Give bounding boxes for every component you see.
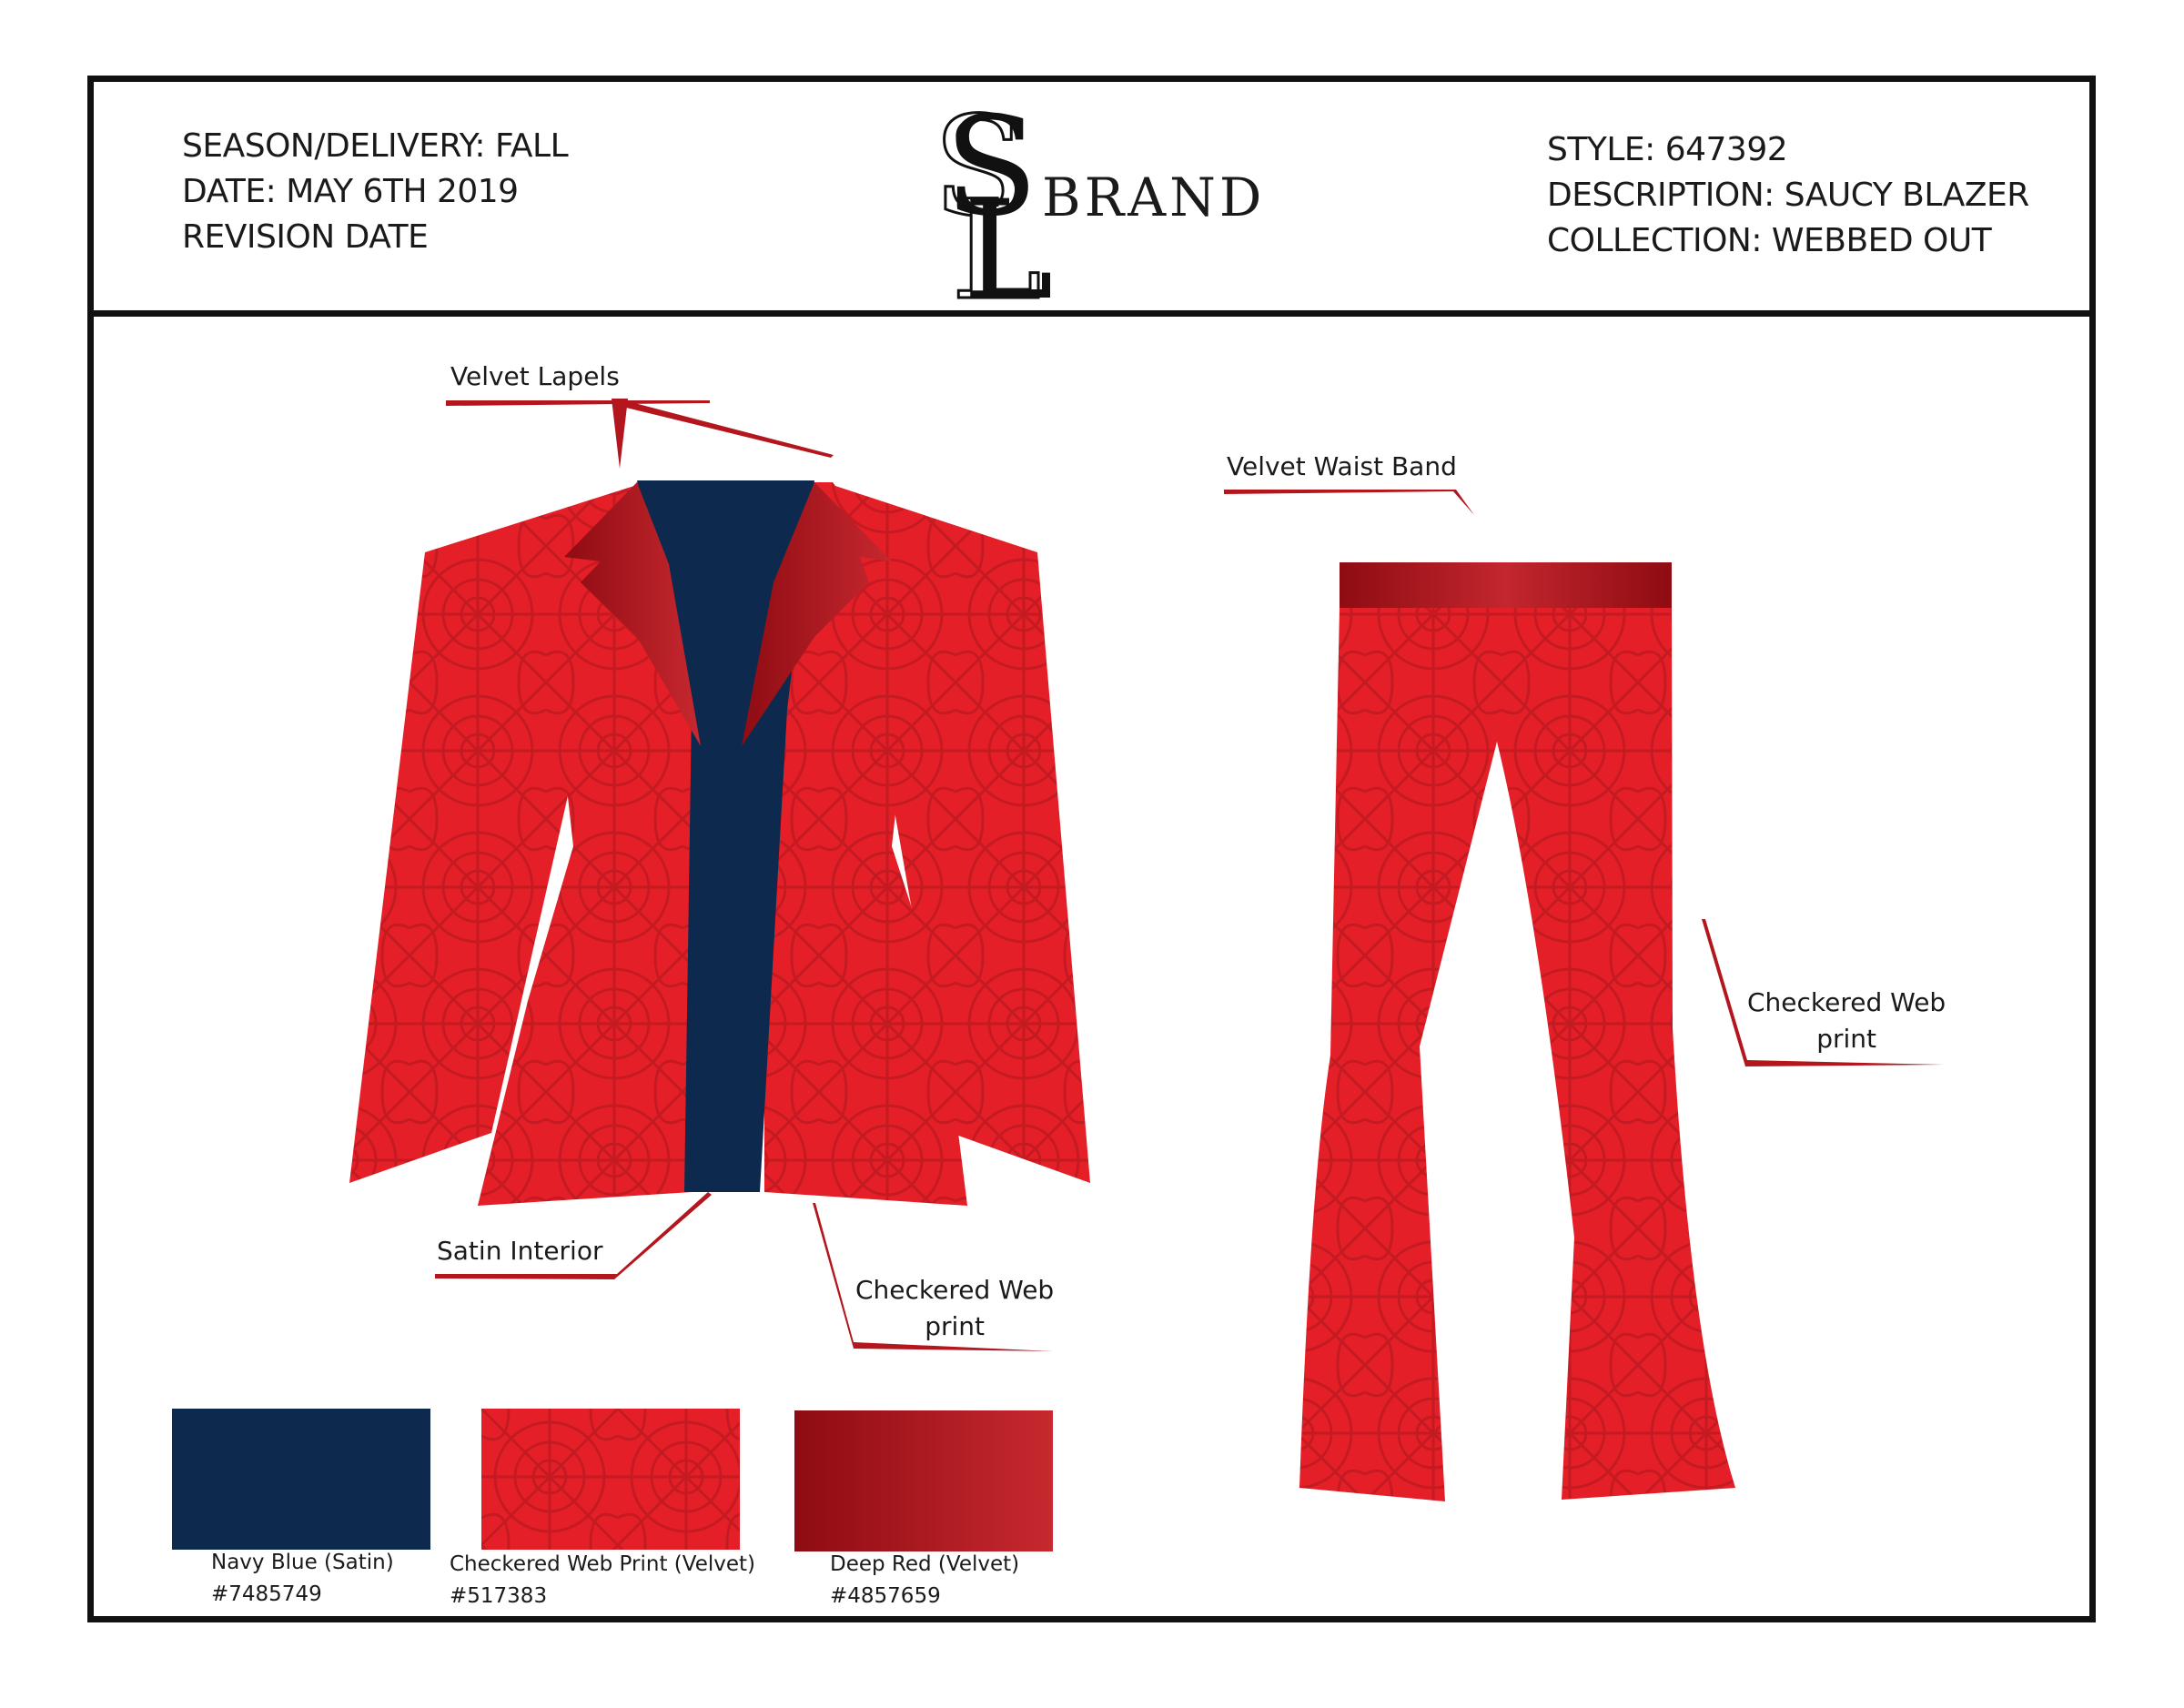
description: DESCRIPTION: SAUCY BLAZER (1547, 177, 2029, 214)
pants (1299, 562, 1735, 1501)
blazer-right-body (764, 482, 967, 1206)
svg-text:L: L (951, 172, 1042, 305)
callout-pants-print-line1: Checkered Web (1747, 987, 1946, 1017)
callout-leaders (435, 399, 1944, 1351)
callout-jacket-print: Checkered Web print (855, 1272, 1054, 1345)
blazer-left-body (478, 482, 692, 1206)
swatch-red-code: #4857659 (830, 1584, 941, 1608)
svg-text:L: L (963, 172, 1054, 305)
swatch-navy-label: Navy Blue (Satin) #7485749 (211, 1547, 394, 1611)
callout-velvet-waist-band: Velvet Waist Band (1227, 451, 1457, 481)
swatch-red-name: Deep Red (Velvet) (830, 1552, 1020, 1576)
swatch-web-print (481, 1409, 740, 1550)
swatch-navy-code: #7485749 (211, 1582, 322, 1606)
callout-velvet-lapels: Velvet Lapels (450, 361, 620, 391)
callout-jacket-print-line2: print (925, 1311, 985, 1341)
revision-date: REVISION DATE (182, 218, 429, 256)
swatch-navy-name: Navy Blue (Satin) (211, 1551, 394, 1574)
callout-satin-interior: Satin Interior (437, 1236, 603, 1266)
blazer (349, 480, 1090, 1206)
swatch-red-label: Deep Red (Velvet) #4857659 (830, 1549, 1019, 1612)
swatch-web-label: Checkered Web Print (Velvet) #517383 (450, 1549, 755, 1612)
date: DATE: MAY 6TH 2019 (182, 173, 519, 210)
left-velvet-lapel (564, 482, 701, 746)
spec-sheet-frame (87, 76, 2096, 1622)
svg-text:S: S (933, 88, 1026, 247)
svg-text:S: S (945, 88, 1038, 247)
swatch-web-name: Checkered Web Print (Velvet) (450, 1552, 755, 1576)
pants-legs (1299, 608, 1735, 1501)
callout-pants-print-line2: print (1816, 1024, 1876, 1054)
season-delivery: SEASON/DELIVERY: FALL (182, 127, 569, 165)
header-left-info: SEASON/DELIVERY: FALL DATE: MAY 6TH 2019… (182, 124, 569, 260)
header-divider (87, 310, 2096, 317)
swatch-navy-blue (172, 1409, 430, 1550)
header-right-info: STYLE: 647392 DESCRIPTION: SAUCY BLAZER … (1547, 127, 2029, 264)
style-number: STYLE: 647392 (1547, 131, 1788, 168)
callout-pants-print: Checkered Web print (1747, 985, 1946, 1057)
swatch-deep-red (794, 1410, 1053, 1551)
collection: COLLECTION: WEBBED OUT (1547, 222, 1992, 259)
swatch-web-code: #517383 (450, 1584, 548, 1608)
brand-wordmark: BRAND (1042, 167, 1266, 228)
sl-brand-logo: S L S L (932, 87, 1054, 306)
velvet-waistband (1340, 562, 1672, 608)
callout-jacket-print-line1: Checkered Web (855, 1275, 1055, 1305)
right-velvet-lapel (742, 482, 892, 746)
